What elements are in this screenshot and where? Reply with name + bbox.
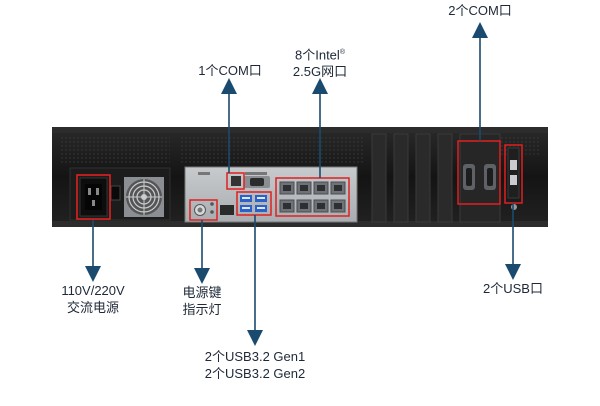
com1-port bbox=[244, 176, 270, 188]
label-usb32-line1: 2个USB3.2 Gen1 bbox=[204, 349, 306, 364]
lan-ports bbox=[279, 181, 346, 213]
io-panel bbox=[184, 166, 358, 223]
label-button-line2: 指示灯 bbox=[182, 302, 222, 317]
com1-highlight bbox=[226, 172, 245, 190]
vent-grille bbox=[180, 137, 365, 165]
power-switch bbox=[110, 185, 121, 201]
label-lan-registered: ® bbox=[339, 49, 345, 56]
usb32-ports bbox=[240, 195, 267, 212]
label-com2-text: 2个COM口 bbox=[448, 3, 512, 18]
label-lan: 8个Intel® 2.5G网口 bbox=[270, 44, 370, 80]
com2-ports bbox=[463, 164, 496, 190]
label-usb32: 2个USB3.2 Gen1 2个USB3.2 Gen2 bbox=[190, 348, 320, 382]
power-button bbox=[194, 202, 214, 216]
com2-highlight bbox=[457, 140, 501, 205]
video-port bbox=[220, 205, 234, 215]
label-usb-right-text: 2个USB口 bbox=[483, 281, 543, 296]
power-supply bbox=[69, 167, 171, 221]
label-power-line2: 交流电源 bbox=[66, 300, 119, 315]
label-com1-text: 1个COM口 bbox=[198, 63, 262, 78]
expansion-slots bbox=[371, 133, 523, 223]
label-usb32-line2: 2个USB3.2 Gen2 bbox=[204, 366, 306, 381]
vent-grille bbox=[500, 137, 540, 157]
label-lan-line2: 2.5G网口 bbox=[292, 64, 348, 80]
label-com1: 1个COM口 bbox=[180, 62, 280, 79]
label-button-line1: 电源键 bbox=[182, 285, 222, 300]
power-button-highlight bbox=[189, 199, 218, 221]
label-power: 110V/220V 交流电源 bbox=[43, 282, 143, 316]
lan-highlight bbox=[275, 177, 350, 217]
callout-arrows bbox=[85, 22, 521, 346]
com1-connector bbox=[231, 176, 241, 186]
label-button: 电源键 指示灯 bbox=[162, 284, 242, 318]
label-lan-line1: 8个Intel bbox=[295, 47, 340, 63]
vent-grille bbox=[60, 137, 170, 165]
fan-grille-icon bbox=[124, 177, 164, 217]
power-inlet-icon bbox=[79, 177, 108, 217]
label-power-line1: 110V/220V bbox=[61, 283, 125, 298]
power-inlet-highlight bbox=[76, 174, 111, 220]
label-com2: 2个COM口 bbox=[430, 2, 530, 19]
usb32-highlight bbox=[236, 191, 272, 216]
label-usb-right: 2个USB口 bbox=[463, 280, 563, 297]
